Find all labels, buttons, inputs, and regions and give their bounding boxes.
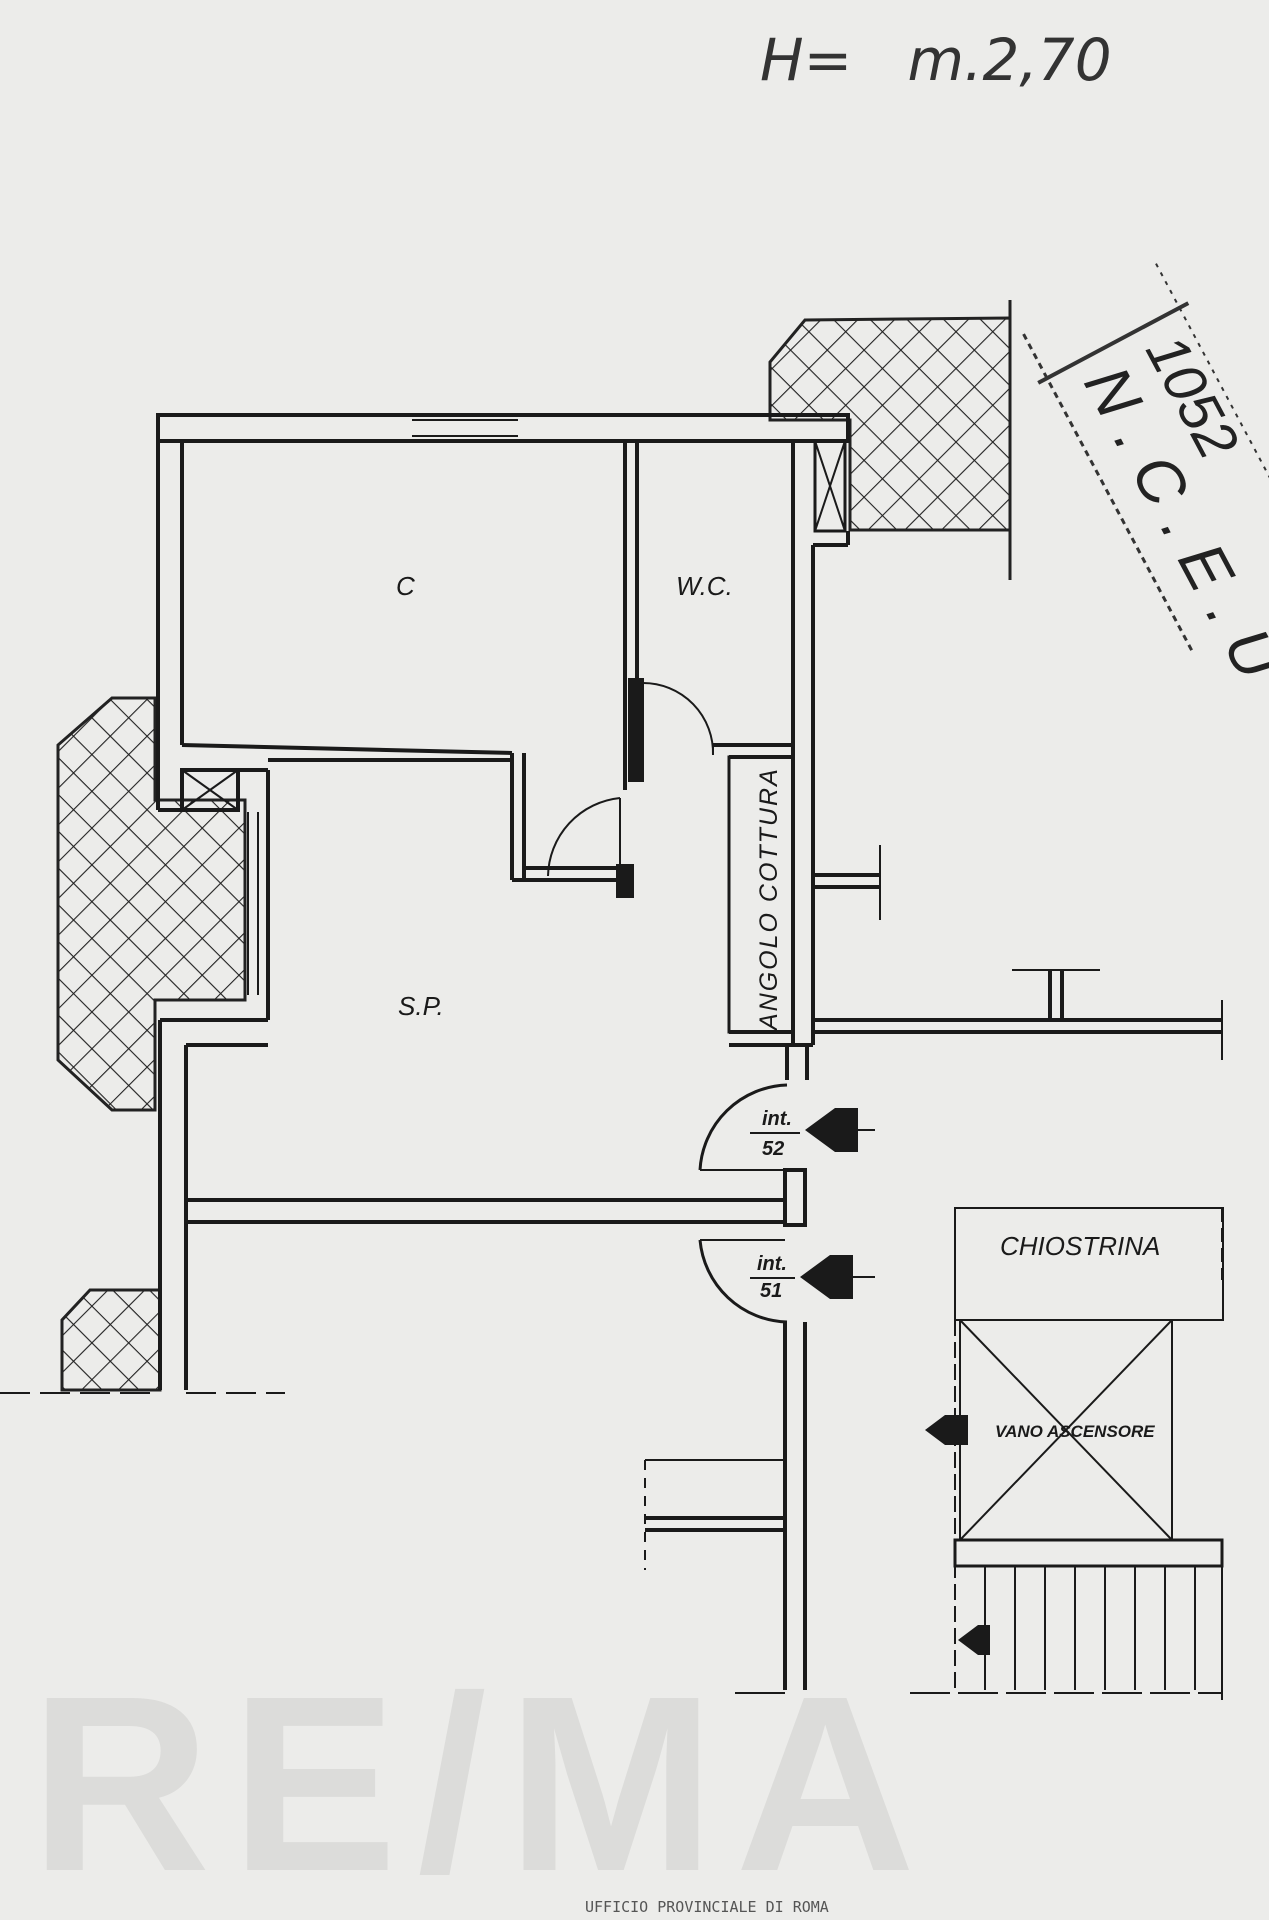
room-label-wc: W.C.: [676, 571, 733, 601]
cadastral-stamp: 1052 N.C.E.U: [1022, 263, 1269, 707]
height-note: H= m.2,70: [760, 26, 1112, 94]
entrance-52-top: int.: [762, 1108, 792, 1130]
room-label-vano-ascensore: VANO ASCENSORE: [995, 1422, 1155, 1441]
room-label-sp: S.P.: [398, 991, 444, 1021]
entrance-label-52: int. 52: [750, 1108, 800, 1160]
balcony-bottom-left: [60, 1288, 162, 1392]
footer-stamp: UFFICIO PROVINCIALE DI ROMA: [585, 1898, 829, 1916]
watermark: RE/MA: [30, 1644, 936, 1920]
entry-arrow-52: [805, 1108, 875, 1152]
room-label-chiostrina: CHIOSTRINA: [1000, 1231, 1160, 1261]
entrance-51-top: int.: [757, 1253, 787, 1275]
lift-arrow-icon: [925, 1415, 968, 1445]
stairs-arrow-icon: [958, 1625, 990, 1655]
entrance-52-number: 52: [762, 1138, 784, 1160]
entry-arrow-51: [800, 1255, 875, 1299]
room-label-c: C: [396, 571, 415, 601]
entrance-51-number: 51: [760, 1280, 782, 1302]
walls: [0, 413, 1224, 1700]
balcony-left: [56, 696, 247, 1112]
entrance-label-51: int. 51: [750, 1253, 795, 1302]
room-label-angolo-cottura: ANGOLO COTTURA: [755, 767, 783, 1032]
balcony-top-right: [768, 316, 1012, 532]
